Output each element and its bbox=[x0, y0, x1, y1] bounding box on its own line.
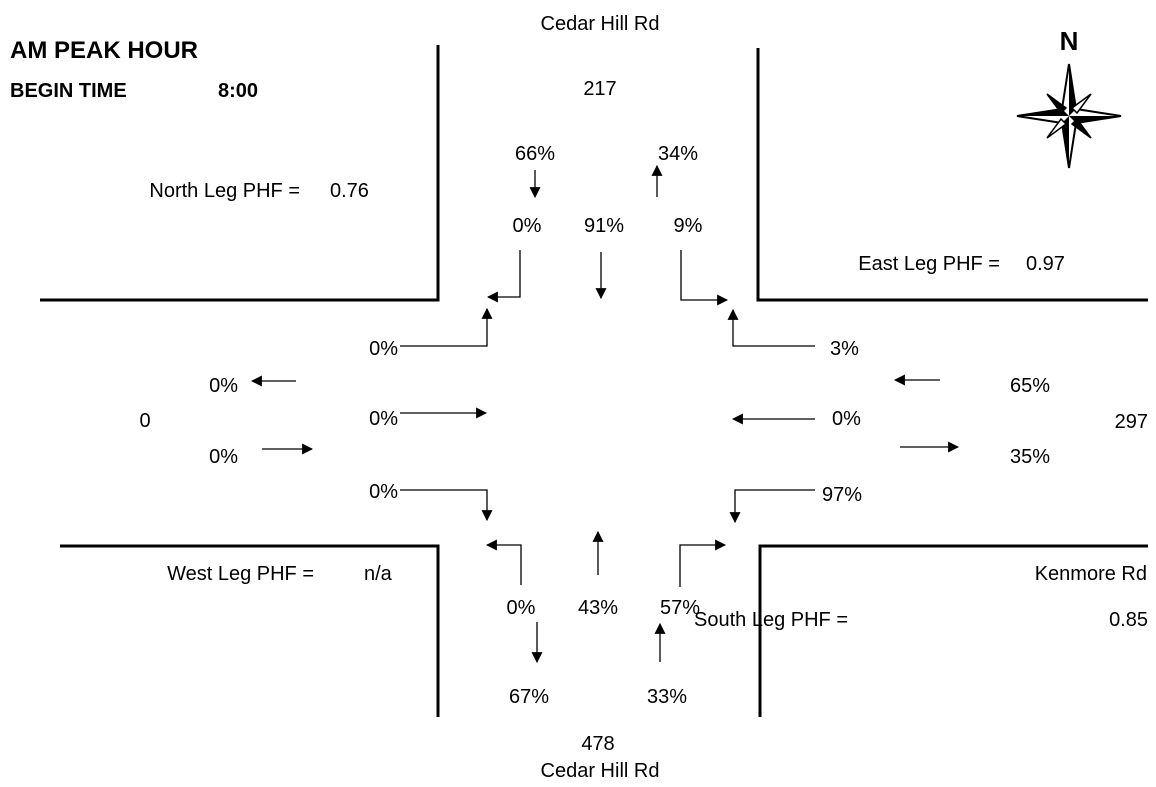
south-through-pct: 43% bbox=[578, 597, 618, 619]
curb-southwest bbox=[60, 544, 440, 717]
south-phf-value: 0.85 bbox=[1109, 609, 1148, 631]
west-right-pct: 0% bbox=[369, 481, 398, 503]
south-left-pct: 0% bbox=[507, 597, 536, 619]
south-entering-pct: 33% bbox=[647, 686, 687, 708]
begin-time-value: 8:00 bbox=[218, 80, 258, 102]
west-phf-value: n/a bbox=[364, 563, 393, 585]
west-left-pct: 0% bbox=[369, 338, 398, 360]
north-phf-value: 0.76 bbox=[330, 180, 369, 202]
north-street-name: Cedar Hill Rd bbox=[541, 13, 660, 35]
page-title: AM PEAK HOUR bbox=[10, 37, 198, 64]
east-right-turn-arrow bbox=[729, 489, 815, 524]
north-right-turn-arrow bbox=[486, 250, 521, 303]
north-through-pct: 91% bbox=[584, 215, 624, 237]
east-phf-label: East Leg PHF = bbox=[858, 253, 1000, 275]
east-left-turn-arrow bbox=[727, 308, 815, 347]
west-through-pct: 0% bbox=[369, 408, 398, 430]
south-phf-label: South Leg PHF = bbox=[694, 609, 848, 631]
east-entering-pct: 35% bbox=[1010, 446, 1050, 468]
west-entering-pct: 0% bbox=[209, 446, 238, 468]
south-right-pct: 57% bbox=[660, 597, 700, 619]
begin-time-label: BEGIN TIME bbox=[10, 80, 127, 102]
east-right-pct: 97% bbox=[822, 484, 862, 506]
north-entering-pct: 66% bbox=[515, 143, 555, 165]
north-leg-total: 217 bbox=[583, 78, 616, 100]
east-through-pct: 0% bbox=[832, 408, 861, 430]
north-right-pct: 0% bbox=[513, 215, 542, 237]
south-right-turn-arrow bbox=[679, 539, 727, 587]
east-exiting-pct: 65% bbox=[1010, 375, 1050, 397]
east-street-name: Kenmore Rd bbox=[1035, 563, 1147, 585]
south-exiting-pct: 67% bbox=[509, 686, 549, 708]
curb-southeast bbox=[758, 544, 1148, 717]
curb-northwest bbox=[40, 45, 440, 302]
north-phf-label: North Leg PHF = bbox=[149, 180, 300, 202]
west-right-turn-arrow bbox=[400, 489, 493, 522]
north-exiting-pct: 34% bbox=[658, 143, 698, 165]
north-left-pct: 9% bbox=[674, 215, 703, 237]
east-phf-value: 0.97 bbox=[1026, 253, 1065, 275]
west-phf-label: West Leg PHF = bbox=[167, 563, 314, 585]
south-leg-total: 478 bbox=[581, 733, 614, 755]
east-left-pct: 3% bbox=[830, 338, 859, 360]
west-leg-total: 0 bbox=[139, 410, 150, 432]
south-street-name: Cedar Hill Rd bbox=[541, 760, 660, 782]
north-left-turn-arrow bbox=[680, 250, 729, 306]
south-left-turn-arrow bbox=[485, 539, 522, 585]
curb-northeast bbox=[756, 48, 1148, 302]
west-exiting-pct: 0% bbox=[209, 375, 238, 397]
east-leg-total: 297 bbox=[1115, 411, 1148, 433]
compass-north-label: N bbox=[1060, 26, 1079, 56]
west-left-turn-arrow bbox=[400, 307, 493, 347]
compass-rose-icon bbox=[1016, 63, 1122, 169]
